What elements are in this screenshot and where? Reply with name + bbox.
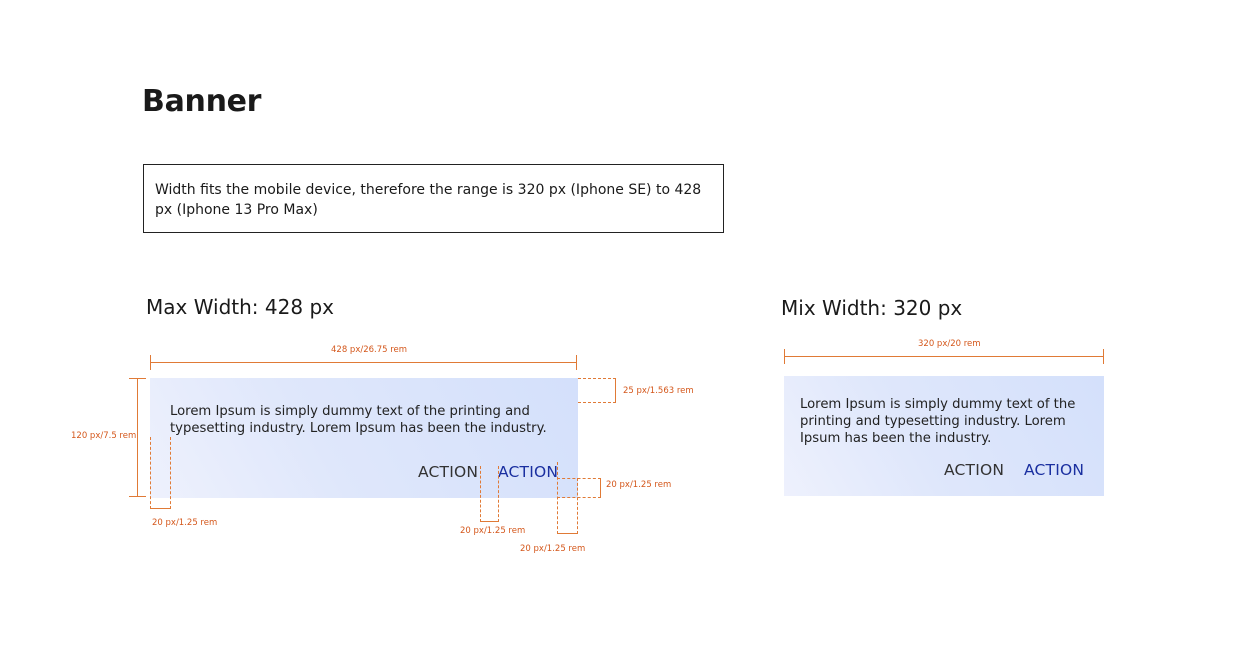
top-padding-guide-bottom [578, 402, 616, 403]
max-height-dimension-line [137, 378, 138, 497]
right-padding-dimension-label: 20 px/1.25 rem [520, 544, 586, 554]
left-padding-guide-left [150, 437, 151, 509]
max-width-dimension-tick-right [576, 355, 577, 370]
banner-max-primary-action-button[interactable]: ACTION [498, 463, 559, 481]
min-width-dimension-tick-left [784, 349, 785, 364]
banner-min-primary-action-button[interactable]: ACTION [1024, 461, 1085, 479]
min-width-dimension-tick-right [1103, 349, 1104, 364]
max-width-dimension-line [150, 362, 577, 363]
min-width-title: Mix Width: 320 px [781, 296, 963, 320]
banner-max-secondary-action-button[interactable]: ACTION [418, 463, 479, 481]
action-gap-guide-right [498, 466, 499, 522]
max-width-title: Max Width: 428 px [146, 295, 334, 319]
bottom-padding-dimension-label: 20 px/1.25 rem [606, 480, 672, 490]
top-padding-dimension-line [615, 378, 616, 403]
description-note-text: Width fits the mobile device, therefore … [155, 182, 702, 218]
banner-min-secondary-action-button[interactable]: ACTION [944, 461, 1005, 479]
banner-max-body-text: Lorem Ipsum is simply dummy text of the … [170, 404, 547, 436]
left-padding-dimension-line [150, 508, 171, 509]
max-width-dimension-tick-left [150, 355, 151, 370]
top-padding-guide-top [578, 378, 616, 379]
bottom-padding-guide-bottom [557, 497, 601, 498]
banner-min-width: Lorem Ipsum is simply dummy text of the … [784, 376, 1104, 496]
page-title: Banner [142, 84, 262, 119]
bottom-padding-dimension-line [600, 478, 601, 498]
description-note: Width fits the mobile device, therefore … [143, 164, 724, 233]
max-width-dimension-label: 428 px/26.75 rem [331, 345, 408, 355]
max-height-dimension-tick-bottom [129, 496, 146, 497]
min-width-dimension-line [784, 356, 1104, 357]
min-width-dimension-label: 320 px/20 rem [918, 339, 981, 349]
action-gap-dimension-line [480, 521, 499, 522]
right-padding-guide-left [557, 462, 558, 534]
top-padding-dimension-label: 25 px/1.563 rem [623, 386, 694, 396]
banner-min-body-text: Lorem Ipsum is simply dummy text of the … [800, 397, 1076, 446]
max-height-dimension-tick-top [129, 378, 146, 379]
action-gap-dimension-label: 20 px/1.25 rem [460, 526, 526, 536]
right-padding-dimension-line [557, 533, 578, 534]
left-padding-guide-right [170, 437, 171, 509]
left-padding-dimension-label: 20 px/1.25 rem [152, 518, 218, 528]
bottom-padding-guide-top [557, 478, 601, 479]
banner-max-width: Lorem Ipsum is simply dummy text of the … [150, 378, 578, 498]
action-gap-guide-left [480, 466, 481, 522]
max-height-dimension-label: 120 px/7.5 rem [71, 431, 137, 441]
right-padding-guide-right [577, 478, 578, 534]
